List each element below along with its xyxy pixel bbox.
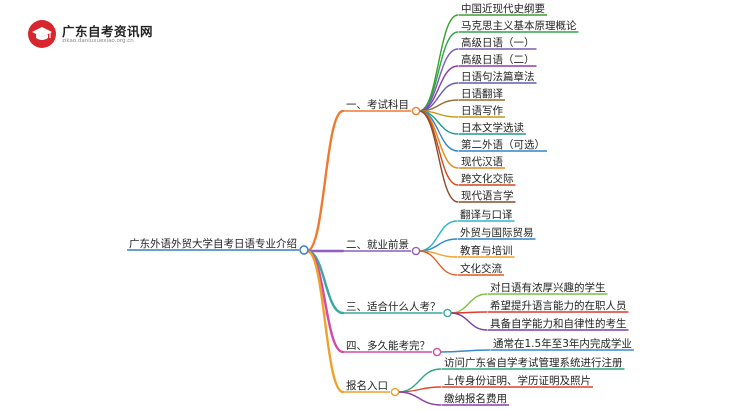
branch-5-item-3[interactable]: 缴纳报名费用 [444,392,507,405]
branch-5-item-1-link [397,368,442,393]
branch-1-item-3-link [418,48,459,112]
branch-1-item-7[interactable]: 日语写作 [461,105,503,117]
branch-1-item-12-link [418,110,459,203]
branch-1-item-2-link [418,31,459,112]
branch-5-item-2-link [397,386,442,393]
root-node[interactable] [299,245,309,255]
branch-5-link [305,249,345,394]
site-name: 广东自考资讯网 [62,24,154,39]
branch-3-item-1[interactable]: 对日语有浓厚兴趣的学生 [490,281,606,294]
branch-1-item-6[interactable]: 日语翻译 [461,87,503,100]
branch-1-item-12[interactable]: 现代语言学 [461,189,514,202]
mindmap-nodes: 广东外语外贸大学自考日语专业介绍 一、考试科目 中国近现代史纲要马克思主义基本原理概… [127,2,634,406]
branch-2-item-3[interactable]: 教育与培训 [460,244,513,257]
branch-2-item-2[interactable]: 外贸与国际贸易 [460,227,534,239]
branch-1-item-9[interactable]: 第二外语（可选） [461,138,545,151]
branch-1-item-1[interactable]: 中国近现代史纲要 [461,2,545,15]
branch-4-item-1[interactable]: 通常在1.5年至3年内完成学业 [493,337,632,350]
branch-3-item-3-link [449,312,488,331]
branch-3[interactable]: 三、适合什么人考？ [346,300,441,313]
branch-1-item-4[interactable]: 高级日语（二） [461,53,535,66]
branch-1-item-3[interactable]: 高级日语（一） [461,36,535,49]
branch-3-node[interactable] [443,308,452,318]
graduation-cap-icon [28,20,56,48]
branch-5-item-1[interactable]: 访问广东省自学考试管理系统进行注册 [444,356,623,369]
branch-4[interactable]: 四、多久能考完？ [346,339,430,352]
branch-2-item-1[interactable]: 翻译与口译 [460,208,513,221]
branch-1-item-8[interactable]: 日本文学选读 [461,121,524,134]
site-url: zikao.danluxuexiao.org.cn [62,38,134,44]
branch-5-node[interactable] [390,387,400,397]
branch-5-item-2[interactable]: 上传身份证明、学历证明及照片 [444,374,591,387]
branch-1-item-10[interactable]: 现代汉语 [461,156,503,168]
branch-2-item-4[interactable]: 文化交流 [460,262,502,275]
branch-2-item-4-link [418,250,458,276]
branch-1-node[interactable] [411,106,421,116]
branch-1-item-5[interactable]: 日语句法篇章法 [461,70,535,83]
branch-2[interactable]: 二、就业前景 [346,238,409,251]
branch-1[interactable]: 一、考试科目 [346,98,409,111]
mindmap-links [305,14,491,406]
branch-3-item-1-link [449,293,488,314]
branch-5[interactable]: 报名入口 [346,379,388,392]
branch-4-node[interactable] [432,347,442,357]
branch-3-item-2[interactable]: 希望提升语言能力的在职人员 [490,299,627,312]
site-logo[interactable]: 广东自考资讯网 zikao.danluxuexiao.org.cn [28,20,153,50]
branch-2-item-1-link [418,220,458,252]
branch-2-node[interactable] [411,246,421,256]
branch-5-item-3-link [397,391,442,406]
branch-1-item-11[interactable]: 跨文化交际 [461,172,514,185]
branch-3-item-3[interactable]: 具备自学能力和自律性的考生 [490,317,627,330]
branch-1-item-2[interactable]: 马克思主义基本原理概论 [461,19,577,32]
branch-1-link [305,109,345,253]
branch-4-link [305,249,345,354]
root-topic[interactable]: 广东外语外贸大学自考日语专业介绍 [129,237,297,250]
branch-4-item-1-link [439,349,491,353]
